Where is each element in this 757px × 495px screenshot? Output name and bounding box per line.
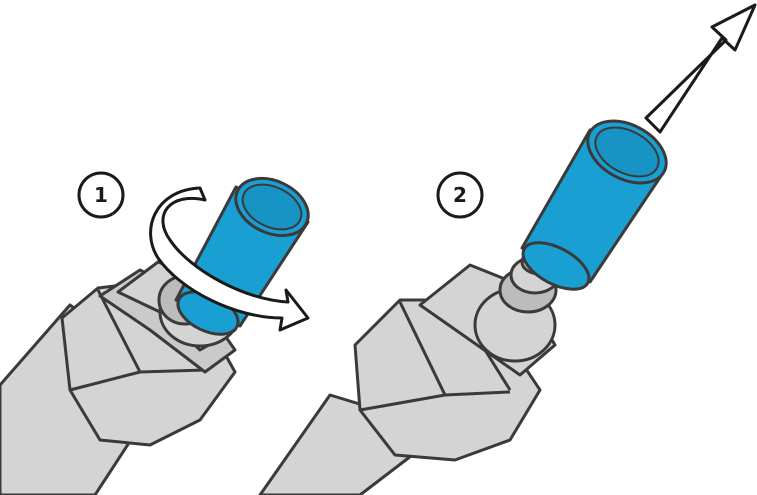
step-1-label: 1 — [94, 183, 108, 207]
step-2-badge: 2 — [438, 173, 482, 217]
sensor-body-right — [260, 250, 559, 495]
step-2-label: 2 — [453, 183, 467, 207]
up-right-arrow-icon — [646, 5, 755, 132]
step-1-badge: 1 — [79, 173, 123, 217]
sensor-cap-right — [516, 108, 677, 298]
